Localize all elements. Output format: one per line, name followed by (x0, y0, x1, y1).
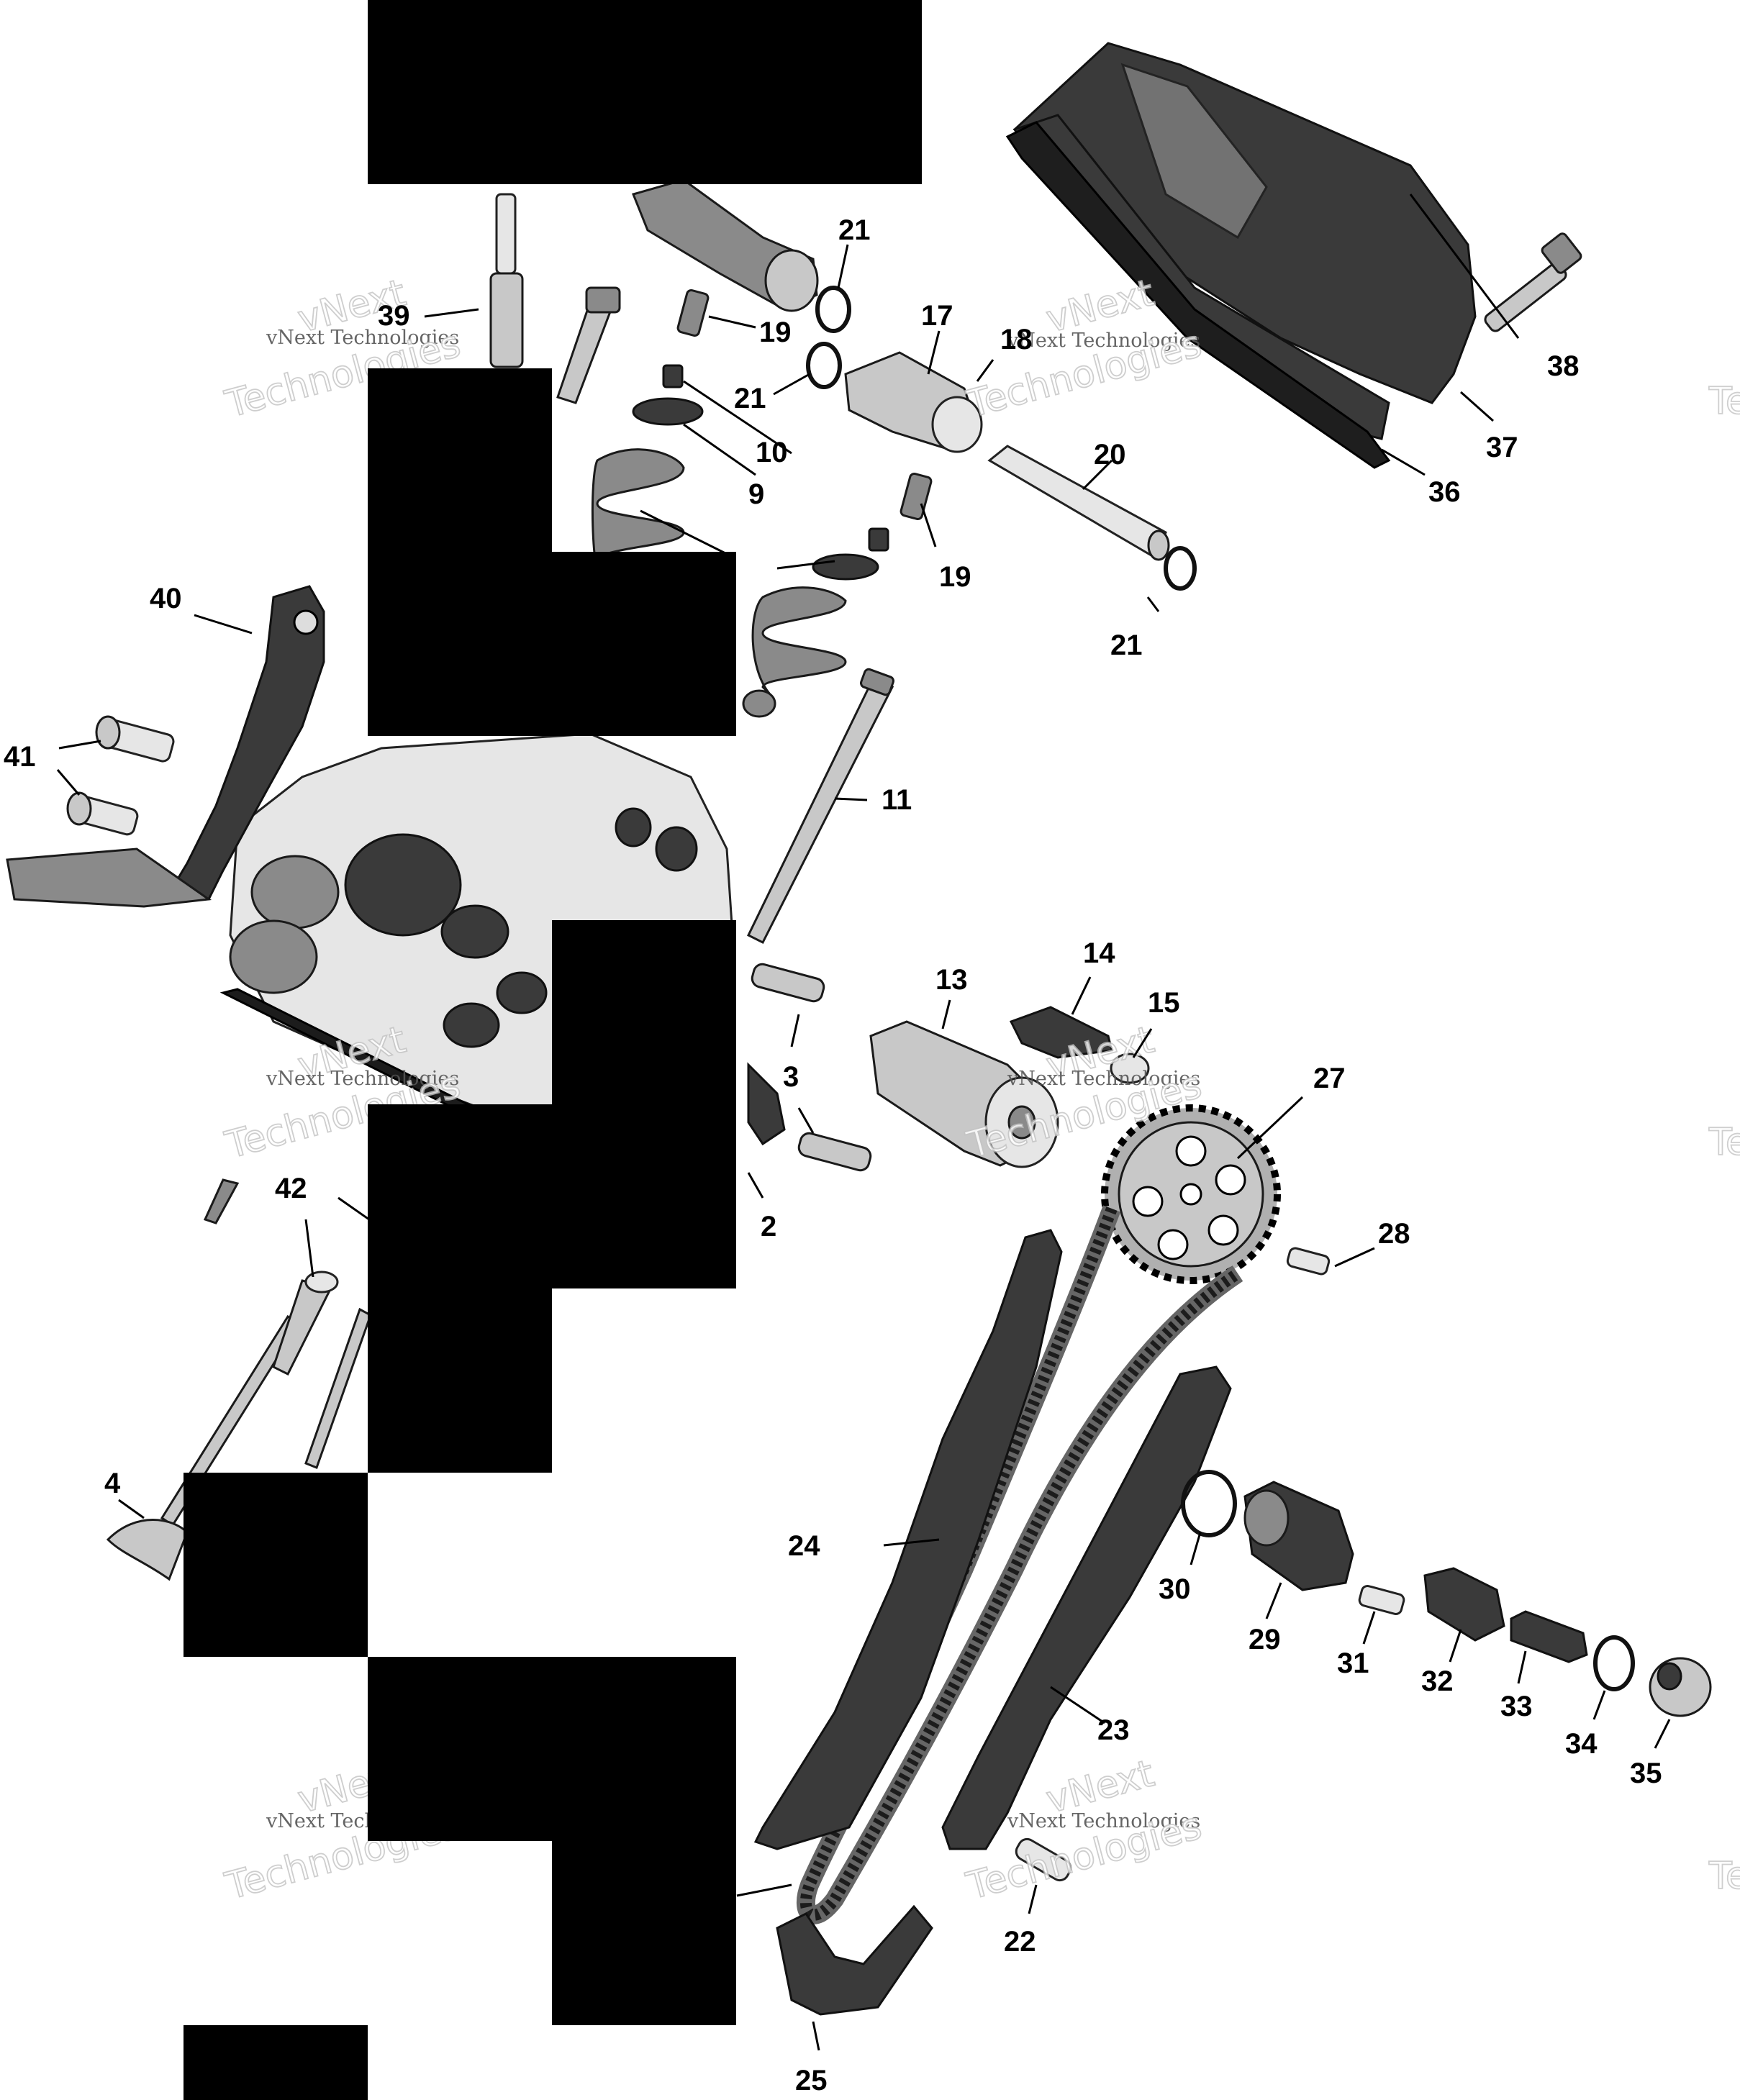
bracket-bolt (66, 715, 175, 836)
dowel-pin (751, 963, 872, 1172)
callout-11: 11 (882, 784, 912, 816)
callout-34: 34 (1565, 1728, 1598, 1760)
callout-21: 21 (1110, 629, 1143, 661)
callout-2: 2 (761, 1211, 776, 1242)
valve-guide (272, 1271, 339, 1376)
callout-4: 4 (104, 1468, 121, 1499)
tensioner-guide (941, 1365, 1232, 1850)
camshaft (869, 1020, 1059, 1168)
rocker-arm (631, 178, 819, 312)
tensioner-gasket (1181, 1470, 1237, 1537)
tensioner-bolt (1358, 1585, 1405, 1615)
callout-24: 24 (788, 1530, 820, 1562)
cam-plate (1009, 1006, 1113, 1059)
redaction-block (368, 552, 736, 736)
svg-text:Technologies: Technologies (1708, 1121, 1740, 1164)
chain-slipper (776, 1904, 933, 2016)
redaction-blocks (183, 0, 922, 2100)
redaction-block (368, 1657, 736, 1841)
redaction-block (368, 1104, 736, 1288)
callout-23: 23 (1097, 1714, 1130, 1746)
head-bolt (747, 668, 894, 945)
chain-guide (753, 1229, 1063, 1850)
callout-33: 33 (1500, 1691, 1533, 1722)
leader-lines (56, 194, 1671, 2051)
valve-stem-seal (742, 689, 776, 718)
callout-9: 9 (748, 478, 764, 510)
callout-41: 41 (4, 741, 36, 773)
callout-27: 27 (1313, 1063, 1346, 1094)
callout-28: 28 (1378, 1218, 1410, 1250)
callout-15: 15 (1148, 987, 1180, 1019)
svg-text:vNext Technologies: vNext Technologies (1007, 1810, 1200, 1832)
callout-17: 17 (921, 300, 953, 332)
tensioner-body (1243, 1481, 1354, 1591)
tensioner-spring (1510, 1610, 1588, 1663)
watermark-edge-right: Technologies Technologies Technologies (1708, 379, 1740, 1899)
redaction-block (552, 920, 736, 1104)
o-ring-21 (806, 286, 1197, 591)
redaction-block (552, 1841, 736, 2025)
cover-gasket (1005, 121, 1391, 469)
engine-bracket (6, 585, 325, 908)
callout-32: 32 (1421, 1665, 1454, 1697)
svg-text:vNext Technologies: vNext Technologies (266, 1068, 459, 1090)
rocker-arm-17 (844, 351, 983, 453)
tensioner-plunger (1423, 1567, 1505, 1642)
valve-spring (591, 448, 847, 696)
redaction-block (368, 0, 922, 184)
callout-40: 40 (150, 583, 182, 614)
callout-30: 30 (1159, 1573, 1191, 1605)
callout-21: 21 (838, 214, 871, 246)
guide-pin (1015, 1837, 1072, 1882)
callout-13: 13 (935, 964, 968, 996)
callout-19: 19 (759, 317, 792, 348)
callout-numbers: 21 19 21 17 18 10 20 9 19 8 21 40 41 11 … (4, 214, 1662, 2096)
callout-36: 36 (1428, 476, 1461, 508)
cover-bolt (1484, 232, 1582, 332)
svg-text:vNext Technologies: vNext Technologies (266, 327, 459, 349)
timing-chain (796, 1205, 1243, 1924)
cam-sprocket (1101, 1104, 1281, 1284)
callout-19: 19 (939, 561, 971, 593)
redaction-block (368, 1288, 552, 1473)
callout-10: 10 (756, 437, 788, 468)
callout-21: 21 (734, 383, 766, 414)
callout-25: 25 (795, 2065, 828, 2096)
spark-plug (489, 193, 524, 368)
redaction-block (183, 2025, 368, 2100)
callout-31: 31 (1337, 1647, 1369, 1679)
redaction-block (368, 368, 552, 553)
valve-lifter-42 (203, 1178, 240, 1224)
callout-20: 20 (1094, 439, 1126, 471)
callout-29: 29 (1249, 1624, 1281, 1655)
svg-text:vNext Technologies: vNext Technologies (1007, 1068, 1200, 1090)
callout-37: 37 (1486, 432, 1518, 463)
valve-cotter (662, 364, 889, 552)
sprocket-bolt (1286, 1247, 1331, 1276)
svg-text:Technologies: Technologies (1708, 1855, 1740, 1898)
callout-39: 39 (378, 300, 410, 332)
tensioner-cap (1649, 1657, 1712, 1717)
callout-42: 42 (275, 1173, 307, 1204)
callout-38: 38 (1547, 350, 1580, 382)
head-bolt-upper (556, 286, 621, 404)
tensioner-o-ring (1593, 1635, 1635, 1691)
callout-3: 3 (783, 1061, 799, 1093)
callout-18: 18 (1000, 324, 1033, 355)
callout-35: 35 (1630, 1758, 1662, 1789)
gasket-2 (747, 1062, 786, 1146)
cam-plate-bolt (1110, 1053, 1150, 1084)
svg-text:vNext Technologies: vNext Technologies (1007, 329, 1200, 352)
callout-14: 14 (1083, 937, 1115, 969)
callout-22: 22 (1004, 1926, 1036, 1958)
redaction-block (183, 1473, 368, 1657)
svg-text:Technologies: Technologies (1708, 380, 1740, 423)
rocker-shaft (987, 445, 1170, 561)
